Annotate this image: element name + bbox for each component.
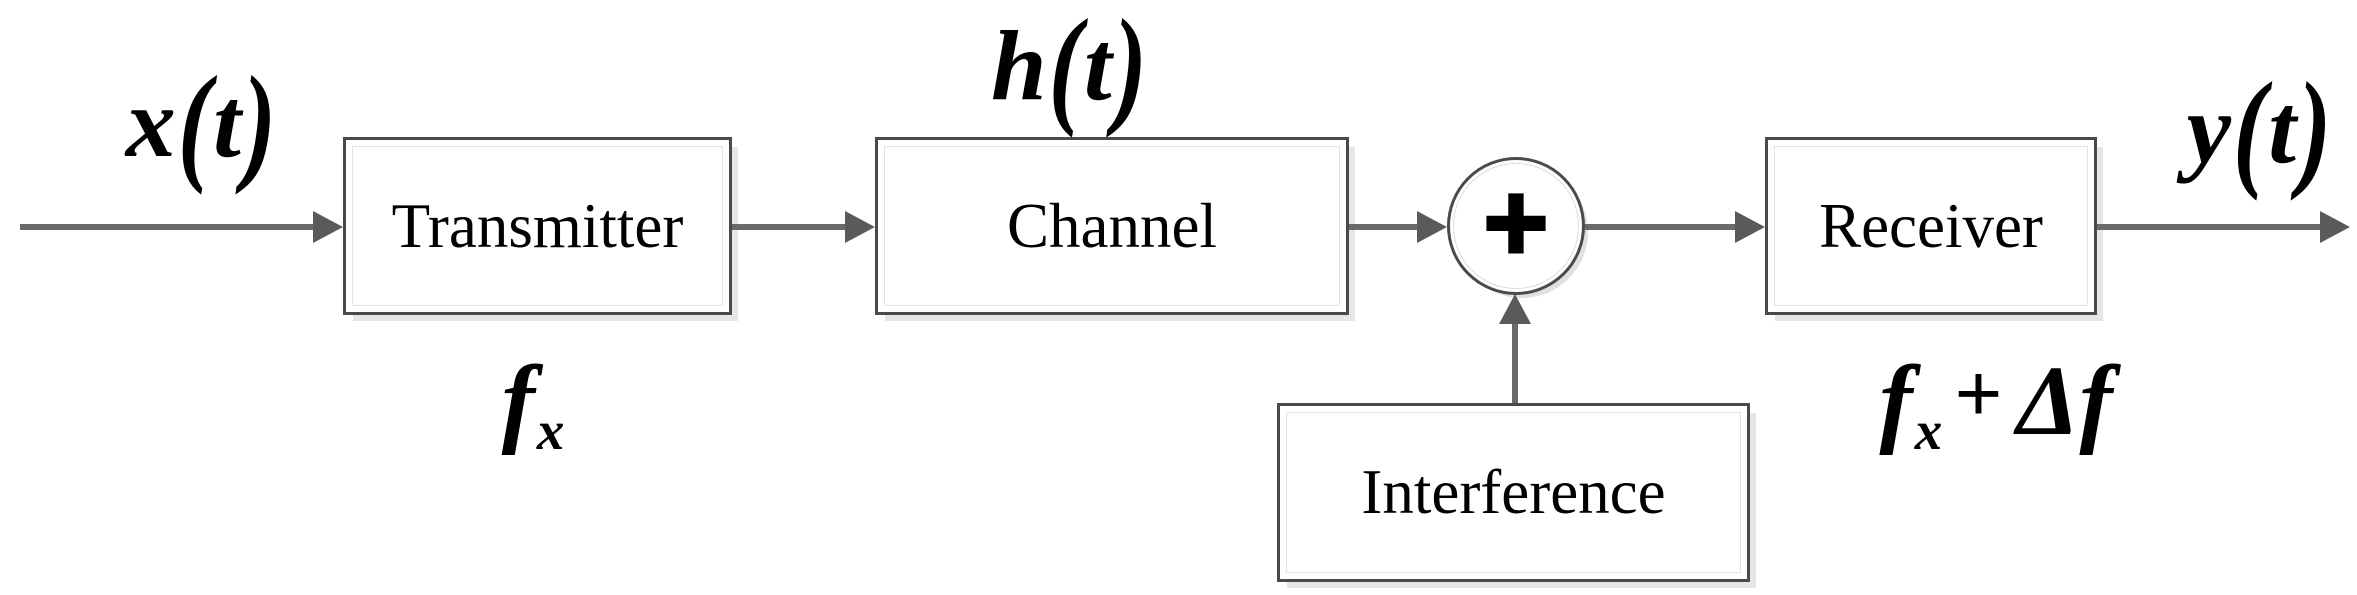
- transmitter-channel-arrow-head-icon: [845, 211, 875, 243]
- channel-label: Channel: [1007, 190, 1217, 261]
- channel-block: Channel: [875, 137, 1349, 315]
- output-arrow-line: [2097, 224, 2320, 230]
- signal-arg: t: [2268, 73, 2297, 184]
- receiver-label: Receiver: [1819, 190, 2043, 261]
- signal-arg: t: [1083, 10, 1112, 121]
- interference-label: Interference: [1361, 457, 1666, 527]
- signal-var: h: [990, 10, 1047, 121]
- channel-sum-arrow-line: [1349, 224, 1417, 230]
- signal-var: x: [125, 67, 176, 178]
- interference-sum-arrow-line: [1512, 321, 1518, 403]
- plus-operator: +: [1954, 347, 2003, 441]
- input-signal-label: x(t): [125, 49, 278, 196]
- freq-base: f: [1879, 344, 1913, 456]
- impulse-response-label: h(t): [990, 0, 1149, 139]
- signal-arg: t: [213, 67, 241, 178]
- paren-open: (: [1048, 0, 1082, 139]
- receiver-block: Receiver: [1765, 137, 2097, 315]
- paren-close: ): [1113, 0, 1148, 139]
- transmitter-label: Transmitter: [391, 190, 684, 261]
- freq-subscript: x: [1914, 400, 1943, 461]
- channel-sum-arrow-head-icon: [1417, 211, 1447, 243]
- paren-open: (: [177, 49, 212, 196]
- input-arrow-line: [20, 224, 313, 230]
- transmitter-channel-arrow-line: [732, 224, 845, 230]
- freq-offset: Δf: [2016, 344, 2113, 456]
- paren-open: (: [2232, 55, 2267, 202]
- output-signal-label: y(t): [2186, 55, 2334, 202]
- paren-close: ): [2298, 55, 2332, 202]
- paren-close: ): [242, 49, 277, 196]
- sum-receiver-arrow-line: [1585, 224, 1735, 230]
- input-arrow-head-icon: [313, 211, 343, 243]
- freq-base: f: [501, 344, 535, 456]
- signal-var: y: [2186, 73, 2231, 184]
- interference-sum-arrow-head-icon: [1499, 294, 1531, 324]
- plus-operator: +: [1482, 160, 1550, 285]
- transmitter-block: Transmitter: [343, 137, 732, 315]
- output-arrow-head-icon: [2320, 211, 2350, 243]
- freq-subscript: x: [536, 400, 565, 461]
- interference-block: Interference: [1277, 403, 1750, 582]
- sum-junction: +: [1447, 157, 1585, 295]
- sum-receiver-arrow-head-icon: [1735, 211, 1765, 243]
